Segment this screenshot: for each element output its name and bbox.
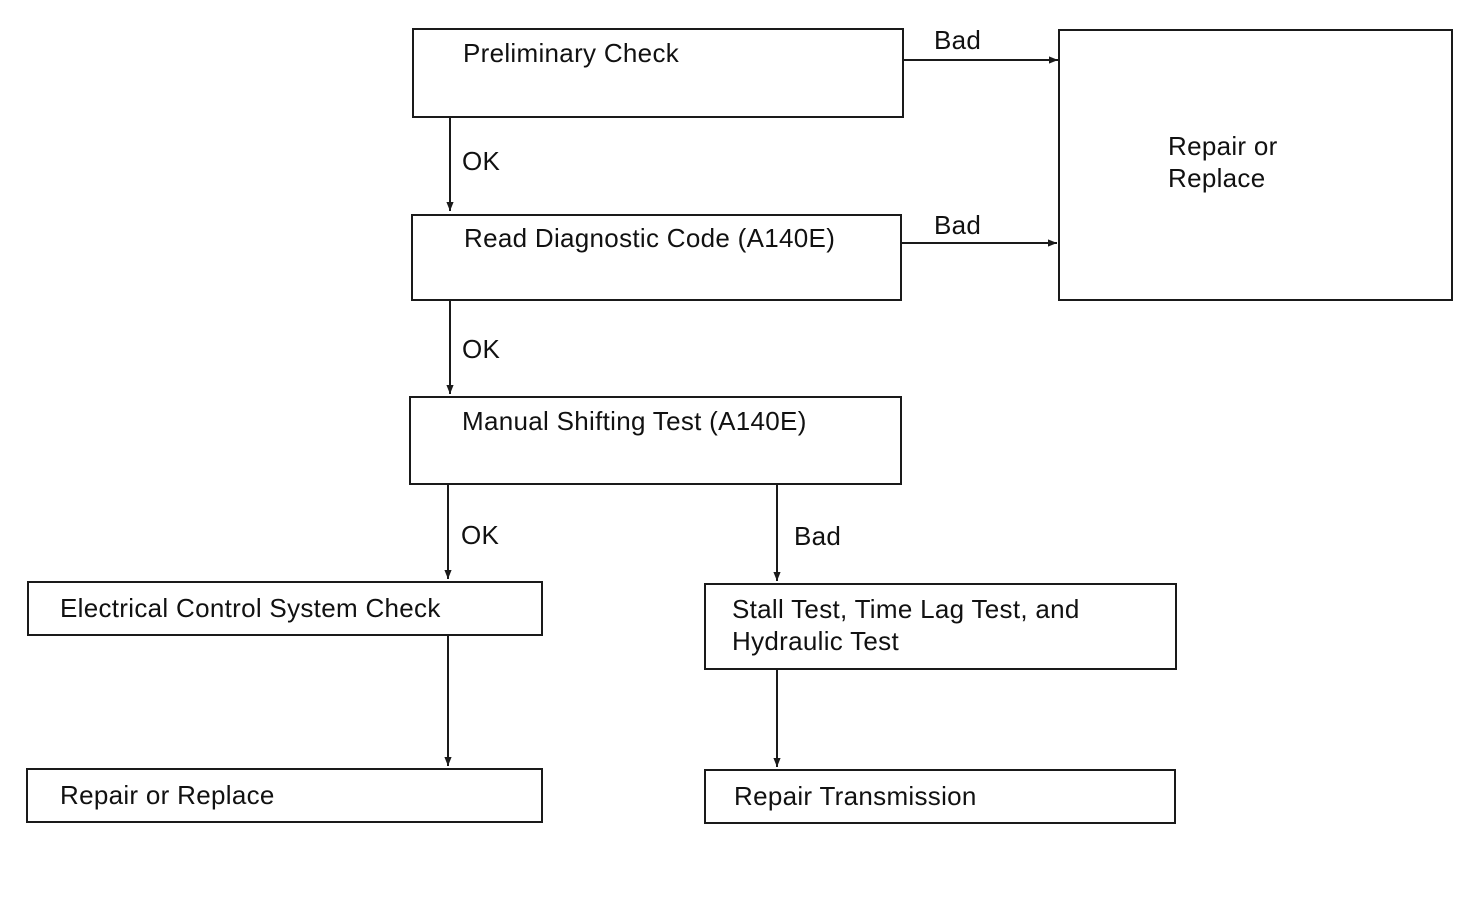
- stall-test-label-line2: Hydraulic Test: [732, 626, 900, 656]
- manual-shifting-test-box: Manual Shifting Test (A140E): [409, 396, 902, 485]
- repair-or-replace-box: Repair or Replace: [26, 768, 543, 823]
- repair-or-replace-main-box: Repair or Replace: [1058, 29, 1453, 301]
- repair-or-replace-label: Repair or Replace: [60, 780, 275, 810]
- edge-label-manual-ok: OK: [461, 520, 500, 550]
- read-diagnostic-code-label: Read Diagnostic Code (A140E): [464, 223, 836, 253]
- electrical-control-check-label: Electrical Control System Check: [60, 593, 441, 623]
- repair-or-replace-main-line1: Repair or: [1168, 131, 1278, 161]
- preliminary-check-label: Preliminary Check: [463, 38, 680, 68]
- edge-label-diagnostic-bad: Bad: [934, 210, 982, 240]
- electrical-control-check-box: Electrical Control System Check: [27, 581, 543, 636]
- repair-transmission-label: Repair Transmission: [734, 781, 977, 811]
- read-diagnostic-code-box: Read Diagnostic Code (A140E): [411, 214, 902, 301]
- edge-label-preliminary-ok: OK: [462, 146, 501, 176]
- edge-label-diagnostic-ok: OK: [462, 334, 501, 364]
- edge-label-manual-bad: Bad: [794, 521, 842, 551]
- stall-test-label-line1: Stall Test, Time Lag Test, and: [732, 594, 1080, 624]
- repair-or-replace-main-line2: Replace: [1168, 163, 1266, 193]
- stall-time-lag-hydraulic-test-box: Stall Test, Time Lag Test, and Hydraulic…: [704, 583, 1177, 670]
- manual-shifting-test-label: Manual Shifting Test (A140E): [462, 406, 807, 436]
- preliminary-check-box: Preliminary Check: [412, 28, 904, 118]
- repair-transmission-box: Repair Transmission: [704, 769, 1176, 824]
- edge-label-preliminary-bad: Bad: [934, 25, 982, 55]
